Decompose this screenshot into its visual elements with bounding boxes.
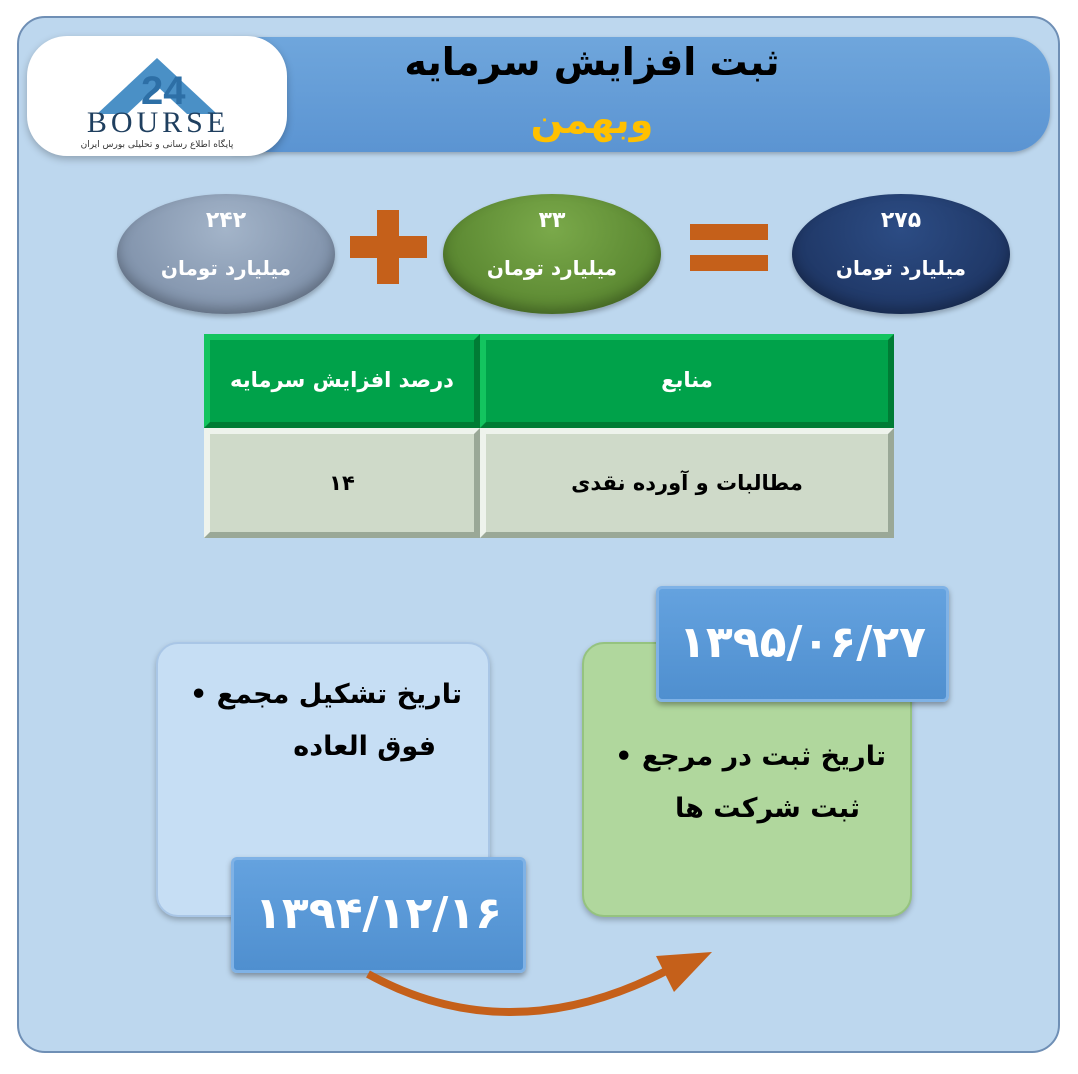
assembly-date-box: ۱۳۹۴/۱۲/۱۶ (231, 857, 526, 973)
title-bar (232, 37, 1050, 152)
logo-tagline: پایگاه اطلاع رسانی و تحلیلی بورس ایران (80, 140, 234, 150)
company-name: وبهمن (530, 98, 654, 142)
part1-ellipse: ۳۳ میلیارد تومان (443, 194, 661, 314)
logo-wordmark: BOURSE (86, 106, 230, 139)
part2-ellipse: ۲۴۲ میلیارد تومان (117, 194, 335, 314)
bourse-logo: 24 BOURSE پایگاه اطلاع رسانی و تحلیلی بو… (27, 36, 287, 156)
part2-unit: میلیارد تومان (160, 256, 292, 280)
registration-label-line2: ثبت شرکت ها (674, 793, 860, 824)
assembly-label-line2: فوق العاده (293, 731, 436, 762)
assembly-date: ۱۳۹۴/۱۲/۱۶ (255, 888, 502, 939)
page-title: ثبت افزایش سرمایه (404, 40, 780, 84)
bullet-icon: • (189, 679, 208, 710)
part2-value: ۲۴۲ (205, 208, 247, 233)
24-bourse-mountain-logo-icon: 24 (97, 58, 217, 114)
table-cell-percent: ۱۴ (204, 428, 480, 538)
registration-label: تاریخ ثبت در مرجع • (615, 741, 886, 772)
total-unit: میلیارد تومان (835, 256, 967, 280)
total-ellipse: ۲۷۵ میلیارد تومان (792, 194, 1010, 314)
table-cell-sources: مطالبات و آورده نقدی (480, 428, 894, 538)
registration-date: ۱۳۹۵/۰۶/۲۷ (679, 617, 926, 668)
table-header-sources: منابع (480, 334, 894, 428)
part1-value: ۳۳ (538, 208, 566, 233)
total-value: ۲۷۵ (880, 208, 922, 233)
table-header-percent: درصد افزایش سرمایه (204, 334, 480, 428)
assembly-label: تاریخ تشکیل مجمع • (189, 679, 462, 710)
bullet-icon: • (615, 741, 633, 772)
part1-unit: میلیارد تومان (486, 256, 618, 280)
svg-text:24: 24 (141, 69, 186, 113)
registration-date-box: ۱۳۹۵/۰۶/۲۷ (656, 586, 949, 702)
curved-arrow-icon (366, 952, 712, 1016)
